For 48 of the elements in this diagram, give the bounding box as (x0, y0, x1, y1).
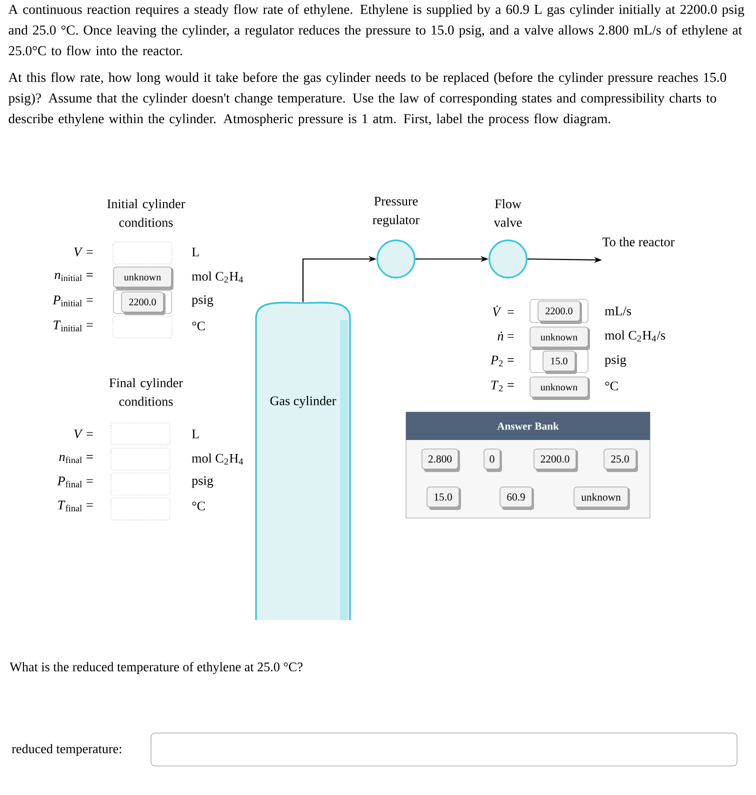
answer-chip: 2200.0 (530, 299, 588, 324)
variable-label: P$_{2}$ = (490, 356, 514, 366)
answer-chip: 0 (484, 448, 502, 472)
variable-label: P$_{final}$ = (57, 476, 93, 488)
variable-label: P$_{initial}$ = (52, 296, 93, 306)
text-label: mol C$_{2}$H$_{4}$/s (604, 330, 666, 342)
section-heading: Final cylinder conditions (109, 378, 183, 406)
variable-label: V = (74, 430, 93, 438)
text-label: L (192, 430, 199, 438)
answer-chip: 15.0 (530, 349, 588, 374)
text-label: What is the reduced temperature of ethylene at 25.0 °C? (10, 662, 302, 674)
text-label: To the reactor (602, 237, 675, 246)
answer-chip: unknown (530, 376, 590, 400)
answer-chip: 60.9 (500, 486, 534, 510)
answer-chip: unknown (113, 266, 174, 290)
answer-chip: unknown (574, 486, 630, 510)
variable-label: T$_{2}$ = (491, 380, 514, 392)
answer-chip: 25.0 (604, 448, 638, 472)
text-label: mol C$_{2}$H$_{4}$ (192, 453, 244, 465)
text-label: °C (605, 382, 618, 390)
text-label: °C (192, 502, 205, 510)
variable-label: T$_{initial}$ = (54, 320, 93, 332)
text-label: L (192, 248, 199, 256)
answer-chip: unknown (530, 326, 590, 350)
paragraph: A continuous reaction requires a steady flow rate of ethylene. Ethylene is supplied by a 60.9 L gas cylinder initially at 2200.0 psig and 25.0 °C. Once leaving the cylinder, a regulator reduces the pressure to 15.0 psig, and a valve allows 2.800 mL/s of ethylene at 25.0°C to flow into the reactor. (8, 4, 744, 56)
section-heading: Initial cylinder conditions (107, 199, 186, 227)
variable-label: ṅ = (498, 332, 514, 340)
text-label: °C (192, 322, 205, 330)
answer-chip: 2200.0 (113, 290, 172, 315)
variable-label: n$_{initial}$ = (54, 272, 93, 282)
answer-chip: 15.0 (426, 486, 461, 510)
node-label: Flow valve (494, 199, 522, 227)
text-label: psig (604, 355, 626, 367)
text-label: mol C$_{2}$H$_{4}$ (192, 271, 244, 283)
variable-label: n$_{final}$ = (59, 454, 93, 464)
variable-label: V = (74, 248, 93, 256)
answer-chip: 2200.0 (534, 448, 578, 472)
text-label: psig (192, 476, 214, 488)
panel-heading: Answer Bank (406, 412, 650, 440)
node-label: Pressure regulator (372, 196, 420, 227)
gas-cylinder: Gas cylinder (255, 302, 351, 620)
answer-chip: 2.800 (422, 448, 460, 472)
variable-label: T$_{final}$ = (58, 500, 93, 512)
text-label: mL/s (604, 306, 632, 316)
text-label: reduced temperature: (12, 744, 122, 756)
text-label: psig (192, 295, 214, 307)
paragraph: At this flow rate, how long would it take before the gas cylinder needs to be replaced (before the cylinder pressure reaches 15.0 psig)? Assume that the cylinder doesn't change temperature. Use the law of corresponding states and compressibility charts to describe ethylene within the cylinder. Atmospheric pressure is 1 atm. First, label the process flow diagram. (8, 72, 726, 126)
variable-label: V̇ = (492, 306, 514, 316)
